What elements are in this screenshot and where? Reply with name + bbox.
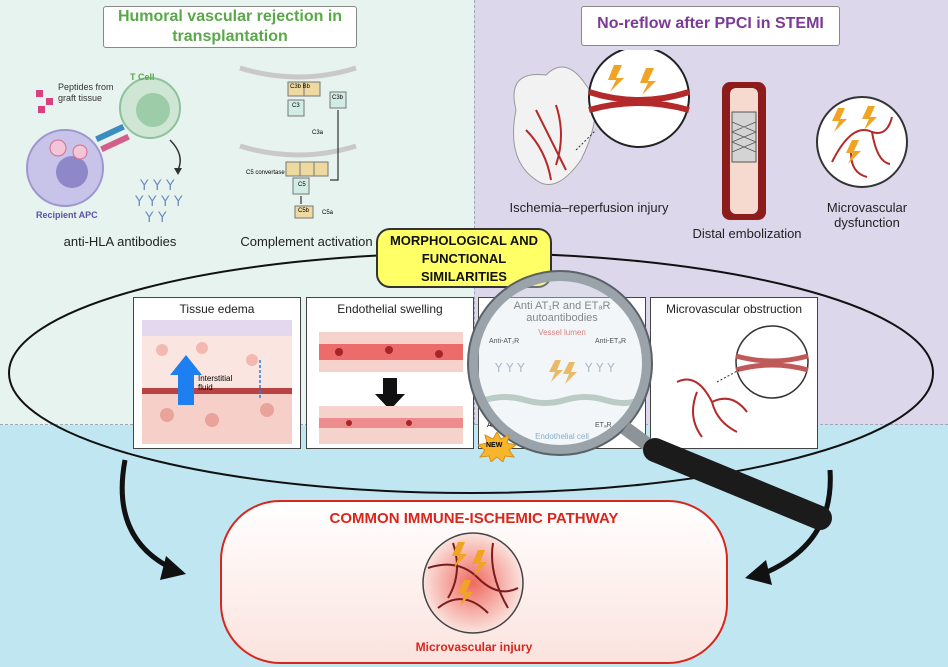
microvascular-dysfunction-illustration	[816, 96, 908, 188]
antibody-icons: Y Y Y Y Y Y Y Y Y	[134, 178, 183, 226]
c5-convertase-label: C5 convertase	[246, 170, 285, 176]
svg-text:Y Y: Y Y	[144, 210, 167, 226]
autoantibodies-title: Anti AT₁R and ETₐR autoantibodies	[485, 300, 639, 324]
peptides-label: Peptides from graft tissue	[58, 82, 114, 103]
endothelial-swelling-title: Endothelial swelling	[337, 302, 443, 316]
microvascular-obstruction-title: Microvascular obstruction	[665, 302, 803, 316]
right-curved-arrow	[759, 469, 833, 578]
tissue-edema-panel: Tissue edema Interstitial fluid	[133, 297, 301, 449]
t-cell-label: T Cell	[130, 72, 155, 82]
section-divider-vertical	[474, 0, 475, 425]
immune-cells-illustration: Y Y Y Y Y Y Y Y Y	[26, 77, 183, 226]
common-pathway-title: COMMON IMMUNE-ISCHEMIC PATHWAY	[329, 510, 619, 527]
c3-label: C3	[292, 103, 300, 109]
endothelial-swelling-panel: Endothelial swelling	[306, 297, 474, 449]
c3a-label: C3a	[312, 130, 324, 136]
down-arrow-icon	[375, 378, 405, 410]
svg-text:Y Y Y: Y Y Y	[139, 178, 175, 194]
etar-label: ETₐR	[595, 422, 612, 429]
apc-label: Recipient APC	[36, 210, 98, 220]
heart-reperfusion-illustration	[513, 50, 690, 185]
svg-text:Y Y Y Y: Y Y Y Y	[134, 194, 183, 210]
magnifying-glass-icon	[467, 270, 832, 530]
svg-text:Y Y Y: Y Y Y	[494, 361, 525, 375]
right-section-title: No-reflow after PPCI in STEMI	[581, 6, 840, 46]
anti-etar-label: Anti-ETₐR	[595, 338, 626, 345]
common-pathway-box: COMMON IMMUNE-ISCHEMIC PATHWAY Microvasc…	[220, 500, 728, 664]
antibodies-label: anti-HLA antibodies	[63, 234, 177, 249]
left-section-title: Humoral vascular rejection in transplant…	[103, 6, 357, 48]
microvascular-injury-label: Microvascular injury	[415, 640, 533, 654]
complement-cascade-illustration	[239, 65, 357, 219]
c5a-label: C5a	[322, 210, 334, 216]
left-curved-arrow	[119, 459, 177, 573]
tissue-edema-title: Tissue edema	[179, 302, 255, 316]
new-badge-icon	[478, 432, 516, 462]
distal-embolization-label: Distal embolization	[692, 226, 802, 241]
upward-arrow-icon	[170, 355, 202, 405]
c3b-label: C3b	[332, 95, 344, 101]
microvascular-injury-icon	[422, 532, 524, 634]
c5b-label: C5b	[298, 208, 310, 214]
c5-label: C5	[298, 182, 306, 188]
section-divider-horizontal	[0, 424, 948, 425]
interstitial-fluid-label: Interstitial fluid	[198, 374, 233, 392]
autoantibodies-panel: Anti AT₁R and ETₐR autoantibodies Vessel…	[478, 297, 646, 449]
anti-at1r-label: Anti-AT₁R	[489, 338, 519, 345]
svg-text:Y Y Y: Y Y Y	[584, 361, 615, 375]
vessel-lumen-label: Vessel lumen	[479, 328, 645, 337]
microvascular-dysfunction-label: Microvascular dysfunction	[826, 200, 908, 230]
complement-label: Complement activation	[240, 234, 373, 249]
stent-vessel-illustration	[722, 82, 766, 220]
new-badge-label: NEW	[486, 442, 503, 449]
c3b-bb-label: C3b Bb	[290, 84, 311, 90]
ischemia-reperfusion-label: Ischemia–reperfusion injury	[509, 200, 669, 215]
similarities-label: MORPHOLOGICAL AND FUNCTIONAL SIMILARITIE…	[376, 228, 552, 288]
endothelial-cell-label: Endothelial cell	[479, 432, 645, 441]
microvascular-obstruction-panel: Microvascular obstruction	[650, 297, 818, 449]
